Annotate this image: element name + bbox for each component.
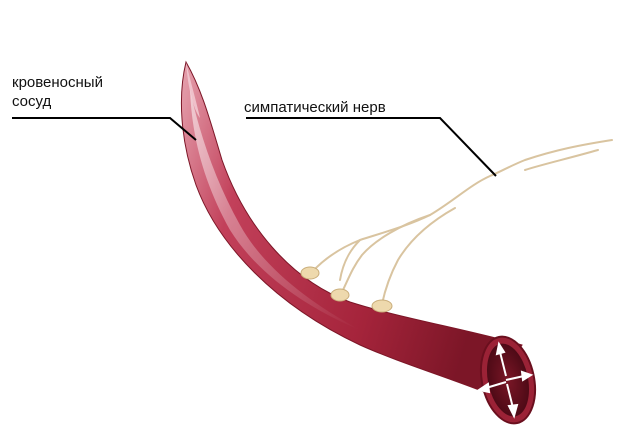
vessel-leader-line <box>12 118 196 140</box>
sympathetic-nerve <box>312 140 612 304</box>
nerve-ending-1 <box>301 267 319 279</box>
nerve-leader-line <box>246 118 496 176</box>
nerve-ending-3 <box>372 300 392 312</box>
nerve-ending-2 <box>331 289 349 301</box>
